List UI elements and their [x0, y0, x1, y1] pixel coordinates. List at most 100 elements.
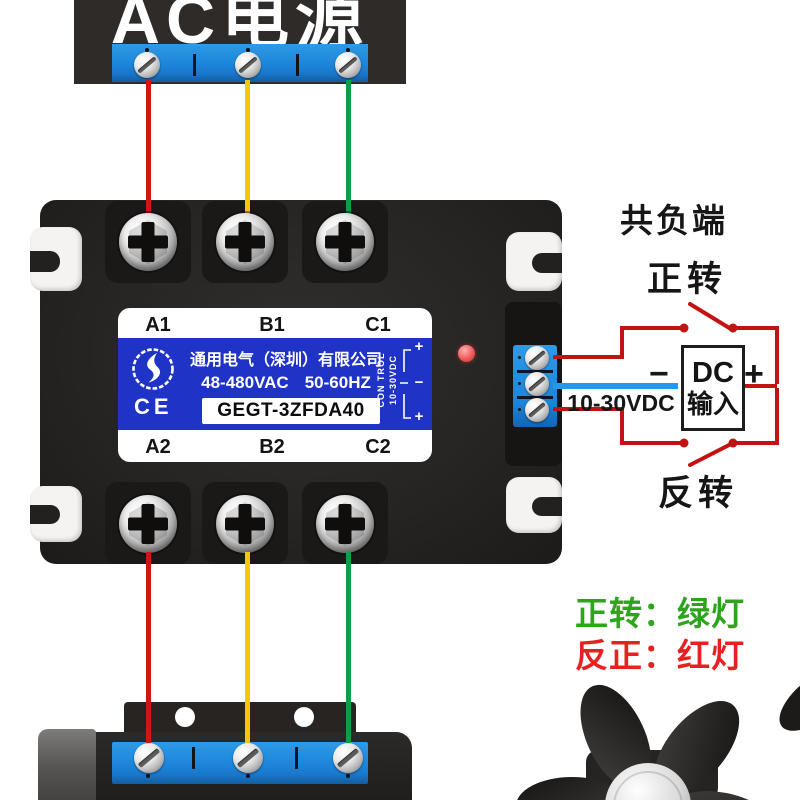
dc-plus-sign: + [744, 355, 764, 393]
terminal-dot [246, 48, 250, 52]
terminal-screw [134, 743, 164, 773]
fan-icon [517, 668, 800, 800]
power-screw [119, 213, 177, 271]
terminal-dot [518, 408, 521, 411]
polarity-plus-reverse: + [414, 408, 424, 425]
model-number: GEGT-3ZFDA40 [202, 398, 380, 424]
terminal-divider [517, 396, 553, 399]
screw-slot [238, 56, 258, 74]
fan-hub [605, 763, 691, 800]
power-screw [316, 495, 374, 553]
phase-wire-green [346, 80, 351, 215]
dc-input-line1: DC [692, 357, 734, 389]
ac-terminal-block [112, 44, 368, 82]
power-screw [119, 495, 177, 553]
phase-wire-green [346, 552, 351, 758]
screw-slot [528, 350, 546, 366]
rating-voltage: 48-480VAC [201, 373, 289, 392]
screw-cross [141, 504, 155, 544]
screw-slot [338, 56, 358, 74]
dc-input-box: DC 输入 [681, 345, 745, 431]
forward-control-wire [553, 326, 681, 359]
phase-wire-red [146, 552, 151, 758]
bracket-hole [294, 707, 314, 727]
terminal-divider [193, 54, 196, 76]
terminal-divider [192, 747, 195, 769]
screw-slot [236, 748, 260, 768]
bracket-hole [175, 707, 195, 727]
terminal-dot [246, 774, 250, 778]
terminal-label-b1: B1 [259, 314, 285, 336]
terminal-screw [134, 52, 160, 78]
screw-slot [137, 56, 157, 74]
reverse-label: 反转 [658, 474, 739, 513]
control-voltage-label: 10-30VDC [567, 390, 675, 416]
terminal-divider [517, 370, 553, 373]
screw-slot [528, 376, 546, 392]
terminal-label-a1: A1 [145, 314, 171, 336]
terminal-screw [235, 52, 261, 78]
phase-wire-yellow [245, 552, 250, 758]
common-negative-label: 共负端 [620, 202, 728, 239]
terminal-divider [296, 54, 299, 76]
terminal-divider [295, 747, 298, 769]
screw-cross [238, 222, 252, 262]
ce-mark: CE [134, 394, 173, 419]
phase-wire-yellow [245, 80, 250, 215]
terminal-label-c1: C1 [365, 314, 391, 336]
screw-slot [137, 748, 161, 768]
polarity-plus-forward: + [414, 338, 424, 355]
power-screw [216, 213, 274, 271]
control-terminal-block [513, 345, 557, 427]
terminal-screw [233, 743, 263, 773]
dc-input-line2: 输入 [686, 389, 739, 419]
terminal-dot [346, 774, 350, 778]
motor-side-block [38, 729, 96, 800]
motor-label: 电机 [140, 784, 360, 800]
terminal-label-a2: A2 [145, 436, 171, 458]
control-screw-reverse [525, 398, 549, 422]
mounting-slot [30, 505, 60, 524]
phase-wire-red [146, 80, 151, 215]
mounting-slot [30, 251, 60, 272]
control-screw-forward [525, 346, 549, 370]
terminal-label-c2: C2 [365, 436, 391, 458]
terminal-screw [335, 52, 361, 78]
brand-logo-icon [132, 348, 174, 390]
fan-blade-edge [779, 668, 800, 731]
screw-cross [141, 222, 155, 262]
status-led [458, 345, 475, 362]
screw-slot [528, 402, 546, 418]
control-vertical-label-2: 10-30VDC [388, 354, 398, 406]
relay-label: A1 B1 C1 通用电气（深圳）有限公司 48-480VAC 50-60HZ … [118, 308, 432, 462]
mounting-slot [532, 253, 562, 273]
polarity-minus-common: − [414, 374, 424, 391]
forward-switch-blade [688, 302, 733, 331]
fan-blades [517, 684, 778, 800]
legend-reverse-red: 反正：红灯 [575, 637, 745, 674]
screw-cross [338, 222, 352, 262]
polarity-bracket [400, 349, 411, 419]
dc-minus-sign: − [649, 355, 669, 393]
power-screw [316, 213, 374, 271]
rating-frequency: 50-60HZ [304, 373, 371, 392]
screw-cross [338, 504, 352, 544]
power-screw [216, 495, 274, 553]
legend-forward-green: 正转：绿灯 [575, 595, 745, 632]
terminal-dot [518, 356, 521, 359]
screw-slot [336, 748, 360, 768]
terminal-dot [346, 48, 350, 52]
mounting-slot [532, 497, 562, 516]
terminal-label-b2: B2 [259, 436, 285, 458]
control-vertical-label-1: CON TROL [376, 352, 386, 408]
forward-label: 正转 [647, 260, 728, 299]
terminal-dot [146, 774, 150, 778]
label-blue-panel: 通用电气（深圳）有限公司 48-480VAC 50-60HZ CE GEGT-3… [118, 338, 432, 430]
rating-row: 48-480VAC 50-60HZ [174, 373, 398, 393]
company-name: 通用电气（深圳）有限公司 [189, 352, 382, 369]
screw-cross [238, 504, 252, 544]
terminal-dot [518, 382, 521, 385]
control-screw-common [525, 372, 549, 396]
terminal-dot [145, 48, 149, 52]
